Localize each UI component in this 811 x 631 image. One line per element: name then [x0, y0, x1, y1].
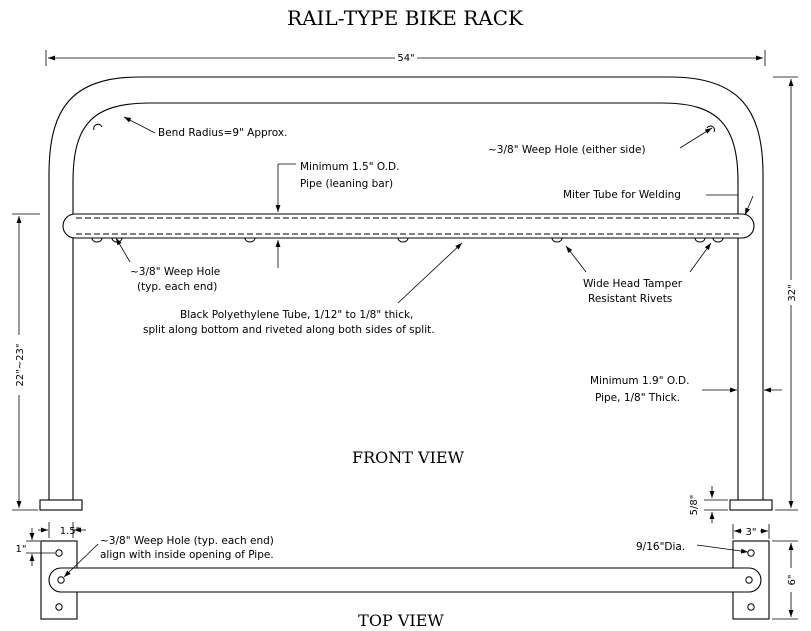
dim-bar-height: 22"~23": [12, 213, 40, 511]
svg-text:5/8": 5/8": [689, 495, 700, 516]
svg-text:split along bottom and riveted: split along bottom and riveted along bot…: [143, 324, 435, 336]
front-base-plate-left: [39, 499, 83, 511]
dim-top-1: 1": [16, 528, 55, 566]
dim-height: 32": [773, 76, 798, 511]
front-view-frame: [48, 76, 764, 500]
dim-height-label: 32": [787, 284, 798, 301]
top-view-rail: [48, 567, 762, 593]
dim-width-label: 54": [397, 53, 414, 64]
callout-weep-hole-side: ~3/8" Weep Hole (either side): [488, 127, 713, 156]
callout-top-weep: ~3/8" Weep Hole (typ. each end) align wi…: [63, 535, 274, 578]
svg-text:9/16"Dia.: 9/16"Dia.: [636, 541, 685, 553]
svg-text:align with inside opening of P: align with inside opening of Pipe.: [100, 549, 274, 561]
rivets: [91, 237, 724, 243]
callout-rivets: Wide Head Tamper Resistant Rivets: [565, 242, 712, 305]
leaning-bar: [62, 213, 755, 239]
svg-text:Wide Head Tamper: Wide Head Tamper: [583, 278, 683, 290]
svg-text:Black Polyethylene Tube, 1/12": Black Polyethylene Tube, 1/12" to 1/8" t…: [180, 309, 413, 321]
dim-plate-58: 5/8": [689, 486, 728, 523]
svg-text:Minimum 1.9" O.D.: Minimum 1.9" O.D.: [590, 375, 689, 387]
callout-miter: Miter Tube for Welding: [563, 189, 754, 216]
top-view-label: TOP VIEW: [358, 611, 444, 630]
svg-text:Pipe, 1/8" Thick.: Pipe, 1/8" Thick.: [595, 392, 680, 404]
svg-text:3": 3": [746, 527, 757, 538]
callout-pipe-19: Minimum 1.9" O.D. Pipe, 1/8" Thick.: [590, 375, 782, 404]
dim-top-15: 1.5": [38, 522, 86, 538]
svg-text:Minimum 1.5" O.D.: Minimum 1.5" O.D.: [300, 161, 399, 173]
top-weep-holes: [57, 576, 753, 584]
callout-bend-radius: Bend Radius=9" Approx.: [123, 116, 287, 139]
front-view-label: FRONT VIEW: [352, 448, 465, 467]
dim-plate-6: 6": [772, 540, 798, 620]
svg-text:Pipe (leaning bar): Pipe (leaning bar): [300, 178, 393, 190]
callout-weep-end: ~3/8" Weep Hole (typ. each end): [115, 237, 220, 293]
bolt-holes: [55, 549, 755, 611]
svg-text:1.5": 1.5": [60, 526, 81, 537]
callout-min-pipe-leaning: Minimum 1.5" O.D. Pipe (leaning bar): [275, 161, 399, 268]
dim-width: 54": [45, 50, 766, 66]
callout-poly-tube: Black Polyethylene Tube, 1/12" to 1/8" t…: [143, 242, 463, 336]
front-base-plate-right: [729, 499, 773, 511]
svg-text:6": 6": [787, 575, 798, 586]
svg-text:Miter Tube for Welding: Miter Tube for Welding: [563, 189, 681, 201]
svg-text:Bend Radius=9" Approx.: Bend Radius=9" Approx.: [158, 127, 287, 139]
svg-text:~3/8" Weep Hole (typ. each end: ~3/8" Weep Hole (typ. each end): [100, 535, 274, 547]
weep-holes-arch: [93, 123, 715, 133]
dim-bar-height-label: 22"~23": [15, 343, 26, 386]
svg-text:Resistant Rivets: Resistant Rivets: [588, 293, 672, 305]
drawing-title: RAIL-TYPE BIKE RACK: [287, 6, 524, 30]
svg-text:1": 1": [16, 544, 27, 555]
svg-text:~3/8" Weep Hole: ~3/8" Weep Hole: [130, 266, 220, 278]
dim-plate-3: 3": [732, 524, 770, 539]
callout-dia: 9/16"Dia.: [636, 541, 749, 554]
svg-text:(typ. each end): (typ. each end): [137, 281, 217, 293]
svg-text:~3/8" Weep Hole (either side): ~3/8" Weep Hole (either side): [488, 144, 646, 156]
